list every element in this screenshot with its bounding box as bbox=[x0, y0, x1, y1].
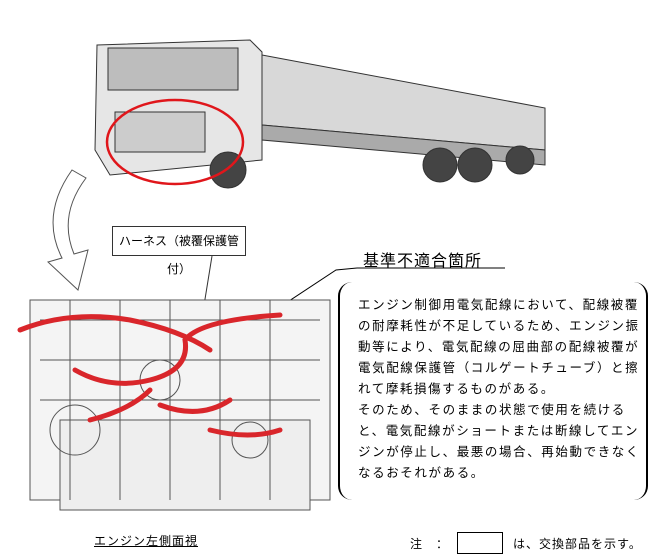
curved-arrow-icon bbox=[47, 169, 89, 291]
legend-note: 注 ： は、交換部品を示す。 bbox=[410, 532, 642, 554]
highlight-circle bbox=[105, 98, 245, 186]
truck-illustration bbox=[94, 39, 546, 189]
harness-wiring bbox=[17, 312, 283, 438]
description-paragraph-2: そのため、そのままの状態で使用を続けると、電気配線がショートまたは断線してエンジ… bbox=[358, 402, 641, 480]
note-suffix: は、交換部品を示す。 bbox=[513, 536, 642, 551]
description-box: エンジン制御用電気配線において、配線被覆の耐摩耗性が不足しているため、エンジン振… bbox=[338, 282, 648, 500]
note-prefix: 注 ： bbox=[410, 536, 450, 551]
engine-view-caption: エンジン左側面視 bbox=[94, 534, 199, 548]
nonconformity-label: 基準不適合箇所 bbox=[363, 251, 483, 270]
engine-illustration bbox=[29, 299, 331, 511]
replacement-part-sample-box bbox=[457, 532, 504, 554]
harness-label: ハーネス（被覆保護管付） bbox=[112, 226, 246, 276]
description-paragraph-1: エンジン制御用電気配線において、配線被覆の耐摩耗性が不足しているため、エンジン振… bbox=[358, 297, 640, 396]
